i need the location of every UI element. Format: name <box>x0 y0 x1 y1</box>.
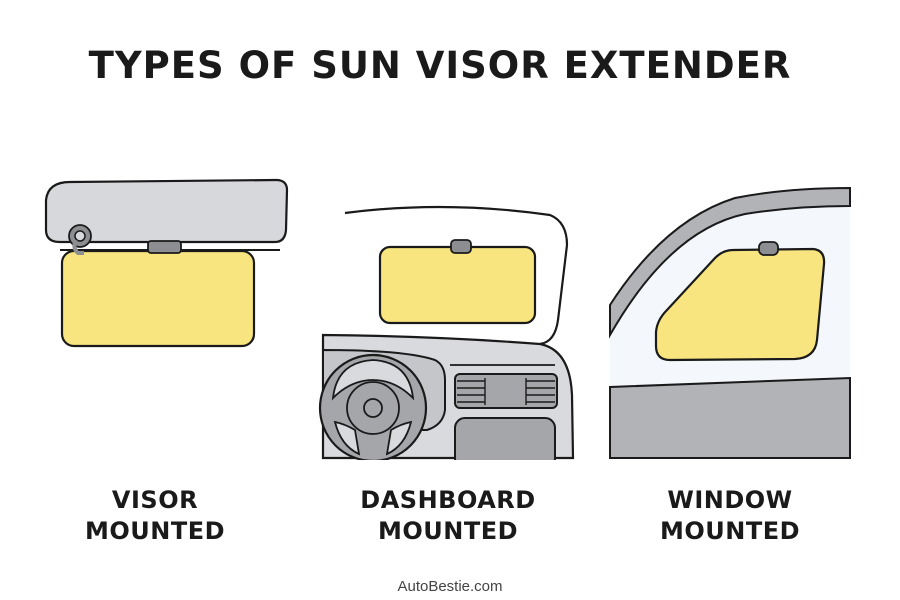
door-panel <box>609 376 851 459</box>
extender-panel <box>60 249 256 348</box>
label-line2: MOUNTED <box>84 517 226 545</box>
visor-mounted-illustration <box>44 178 289 348</box>
label-window-mounted: WINDOW MOUNTED <box>600 485 860 547</box>
dashboard-mounted-illustration <box>318 205 575 460</box>
label-line1: WINDOW <box>667 486 793 514</box>
label-line2: MOUNTED <box>377 517 519 545</box>
clip-icon <box>147 240 182 254</box>
label-dashboard-mounted: DASHBOARD MOUNTED <box>318 485 578 547</box>
label-line2: MOUNTED <box>659 517 801 545</box>
steering-wheel-icon <box>318 353 428 460</box>
glovebox <box>454 417 556 460</box>
windshield-outline <box>344 205 569 346</box>
window-mounted-illustration <box>609 186 851 459</box>
window-frame <box>609 186 851 339</box>
clip-icon <box>450 239 472 254</box>
air-vents <box>454 373 558 409</box>
extender-panel <box>378 245 537 325</box>
page-title-text: TYPES OF SUN VISOR EXTENDER <box>88 44 792 87</box>
clip-icon <box>758 241 779 256</box>
label-visor-mounted: VISOR MOUNTED <box>25 485 285 547</box>
label-line1: VISOR <box>111 486 199 514</box>
label-line1: DASHBOARD <box>360 486 536 514</box>
page-title: TYPES OF SUN VISOR EXTENDER <box>0 44 900 87</box>
footer-site-name: AutoBestie.com <box>397 578 503 595</box>
extender-panel <box>654 247 826 362</box>
car-visor-shape <box>44 178 289 244</box>
